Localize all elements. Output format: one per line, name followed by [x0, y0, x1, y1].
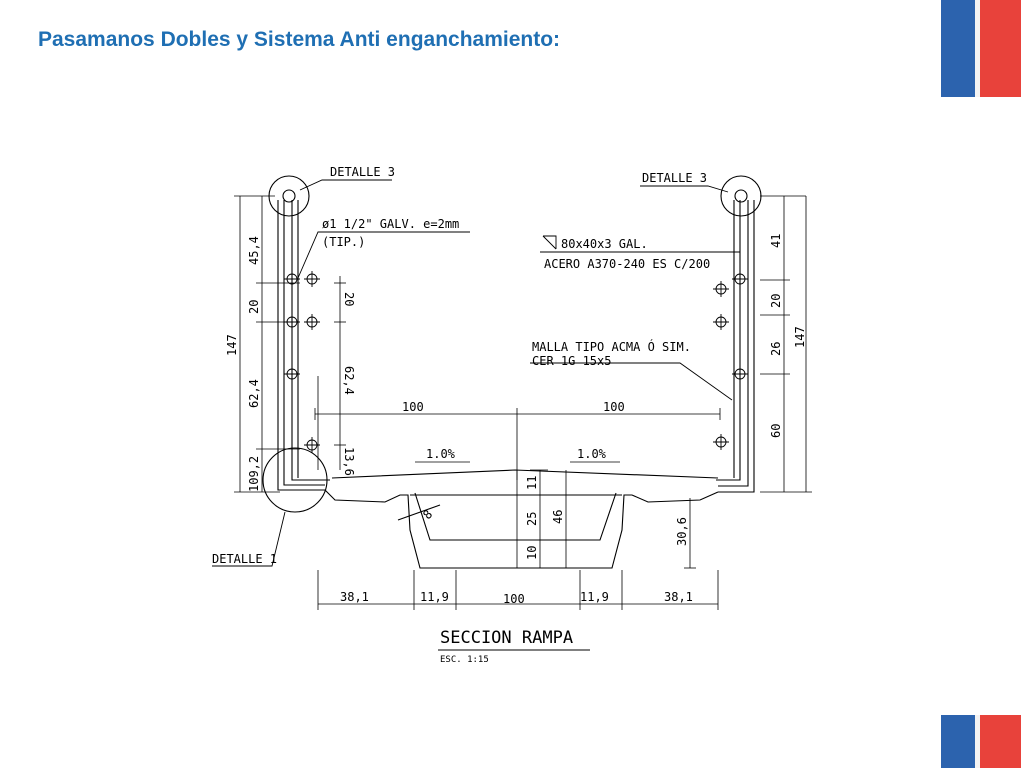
flag-red-stripe [980, 715, 1021, 768]
dim-bottom-3: 100 [503, 592, 525, 606]
dim-center-total: 46 [551, 510, 565, 524]
flag-white-stripe [975, 715, 980, 768]
dim-bottom-2: 11,9 [420, 590, 449, 604]
dim-top-left-span: 100 [402, 400, 424, 414]
mesh-spec-label-1: MALLA TIPO ACMA Ó SIM. [532, 339, 691, 354]
flag-decoration-bottom [941, 715, 1021, 768]
dim-right-low: 60 [769, 424, 783, 438]
detail-3-left-label: DETALLE 3 [330, 165, 395, 179]
dim-beam-depth: 30,6 [675, 517, 689, 546]
dim-right-mid2: 26 [769, 342, 783, 356]
slide-title: Pasamanos Dobles y Sistema Anti engancha… [38, 28, 561, 51]
dim-bottom-1: 38,1 [340, 590, 369, 604]
detail-1-circle [262, 447, 328, 513]
dim-inner-low: 13,6 [342, 447, 356, 476]
dim-right-top: 41 [769, 234, 783, 248]
dim-center-bottom: 10 [525, 546, 539, 560]
dim-bottom-5: 38,1 [664, 590, 693, 604]
dim-center-mid: 25 [525, 512, 539, 526]
dim-left-total: 147 [225, 334, 239, 356]
pipe-note-label: (TIP.) [322, 235, 365, 249]
flag-red-stripe [980, 0, 1021, 97]
flag-blue-stripe [941, 0, 975, 97]
dim-left-mid: 20 [247, 300, 261, 314]
slope-right-label: 1.0% [577, 447, 607, 461]
dim-right-mid1: 20 [769, 294, 783, 308]
dim-bottom-4: 11,9 [580, 590, 609, 604]
flag-blue-stripe [941, 715, 975, 768]
drawing-scale: ESC. 1:15 [440, 655, 489, 665]
steel-spec-label: ACERO A370-240 ES C/200 [544, 257, 710, 271]
dim-inner-mid: 62,4 [342, 366, 356, 395]
angle-spec-label: 80x40x3 GAL. [561, 237, 648, 251]
flag-white-stripe [975, 0, 980, 97]
flag-decoration-top [941, 0, 1021, 97]
dim-top-right-span: 100 [603, 400, 625, 414]
ramp-section-drawing: DETALLE 3 DETALLE 3 DETALLE 1 ø1 1/2" GA… [212, 165, 812, 665]
slope-left-label: 1.0% [426, 447, 456, 461]
deck-structure [277, 200, 755, 569]
callout-leaders [212, 179, 740, 651]
dim-center-top: 11 [525, 476, 539, 490]
dim-left-top: 45,4 [247, 236, 261, 265]
dim-inner-top: 20 [342, 292, 356, 306]
dim-left-bottom: 109,2 [247, 456, 261, 492]
dimension-lines [234, 195, 812, 610]
pipe-spec-label: ø1 1/2" GALV. e=2mm [322, 217, 459, 231]
drawing-title: SECCION RAMPA [440, 628, 573, 648]
detail-1-label: DETALLE 1 [212, 552, 277, 566]
dim-right-total: 147 [793, 326, 807, 348]
dim-left-low: 62,4 [247, 379, 261, 408]
detail-3-right-label: DETALLE 3 [642, 171, 707, 185]
detail-3-right-circle [720, 175, 762, 217]
mesh-spec-label-2: CER 1G 15x5 [532, 354, 611, 368]
